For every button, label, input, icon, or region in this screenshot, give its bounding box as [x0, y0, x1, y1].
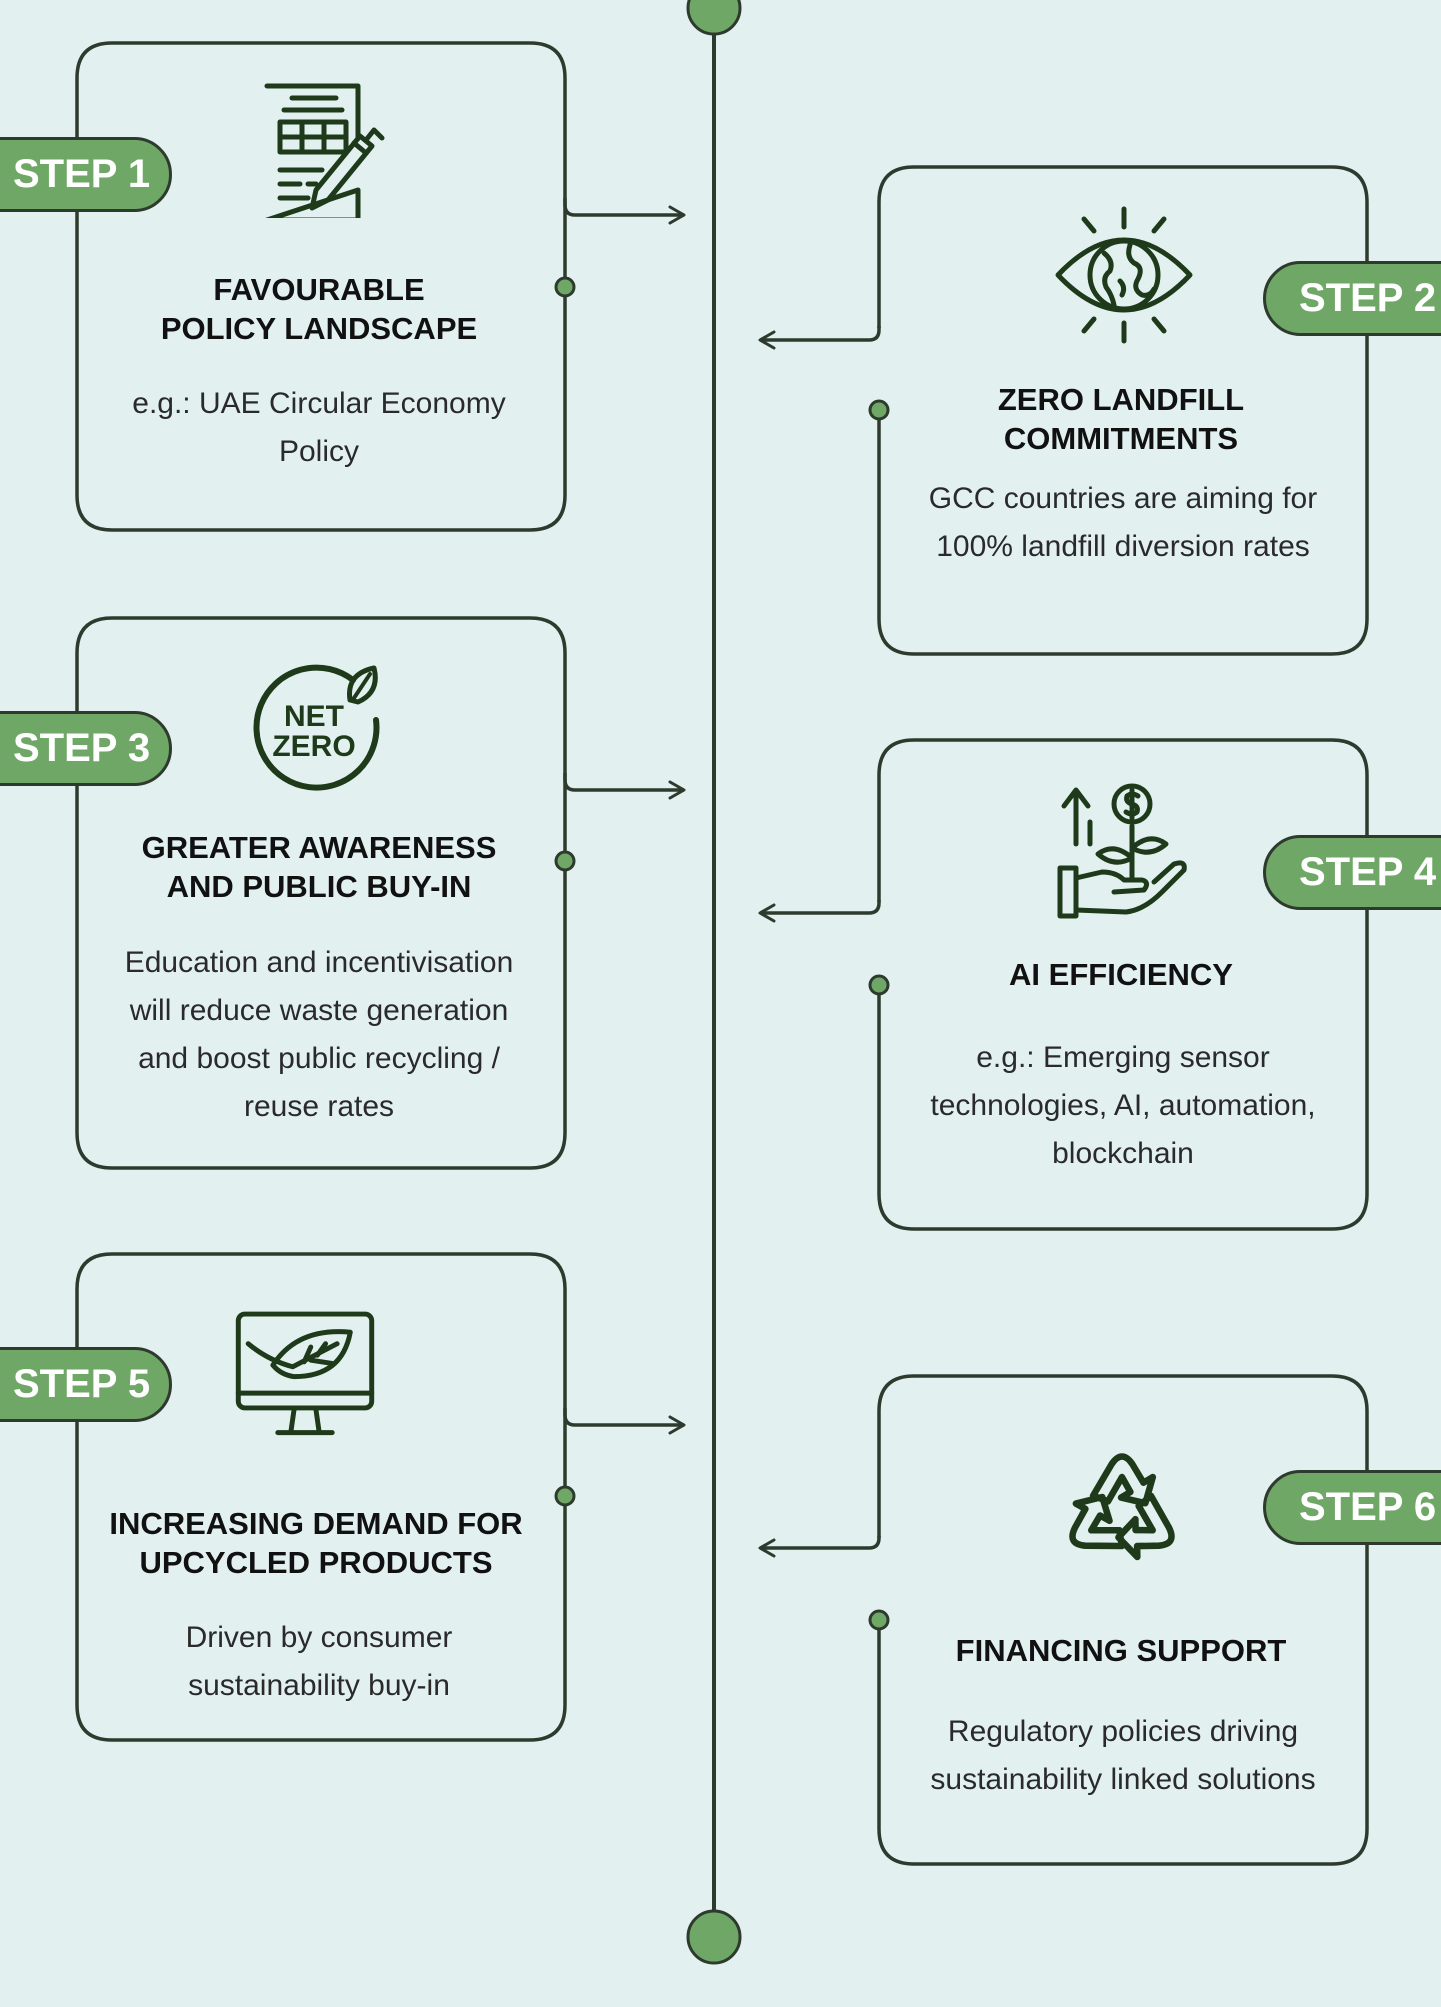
- card-node-step-2: [868, 399, 890, 421]
- step-3-description: Education and incentivisation will reduc…: [124, 946, 514, 1123]
- step-2-description: GCC countries are aiming for 100% landfi…: [928, 482, 1318, 563]
- card-frame-step-6: [877, 1374, 1369, 1866]
- step-1-badge: STEP 1: [0, 137, 172, 212]
- step-2-title: ZERO LANDFILL COMMITMENTS: [997, 382, 1245, 456]
- step-5-description: Driven by consumer sustainability buy-in: [185, 1621, 453, 1702]
- card-node-step-6: [868, 1609, 890, 1631]
- connector-arrow-step-6: [758, 1536, 881, 1558]
- step-5-badge: STEP 5: [0, 1347, 172, 1422]
- card-node-step-4: [868, 974, 890, 996]
- card-frame-step-3: [75, 616, 567, 1170]
- card-frame-step-5: [75, 1252, 567, 1742]
- card-frame-step-2: [877, 165, 1369, 656]
- hand-growth-dollar-icon: [1057, 783, 1187, 919]
- step-4-title: AI EFFICIENCY: [1009, 957, 1233, 992]
- connector-arrow-step-5: [563, 1408, 686, 1435]
- timeline-start-node: [686, 0, 742, 36]
- step-4-badge: STEP 4: [1263, 835, 1441, 910]
- step-5-title: INCREASING DEMAND FOR UPCYCLED PRODUCTS: [109, 1506, 523, 1580]
- net-zero-leaf-icon: NET ZERO: [253, 664, 380, 791]
- step-3-title: GREATER AWARENESS AND PUBLIC BUY-IN: [141, 830, 497, 904]
- step-2-badge: STEP 2: [1263, 261, 1441, 336]
- step-3-badge: STEP 3: [0, 711, 172, 786]
- connector-arrow-step-2: [758, 326, 881, 350]
- policy-document-pen-icon: [264, 83, 385, 218]
- eye-globe-icon: [1055, 206, 1193, 344]
- card-node-step-1: [554, 276, 576, 298]
- net-zero-text-net: NET: [284, 700, 344, 733]
- card-node-step-3: [554, 850, 576, 872]
- net-zero-text-zero: ZERO: [272, 730, 355, 763]
- connector-arrow-step-1: [563, 198, 686, 225]
- step-1-title: FAVOURABLE POLICY LANDSCAPE: [160, 272, 478, 346]
- step-4-description: e.g.: Emerging sensor technologies, AI, …: [930, 1041, 1316, 1170]
- card-frame-step-1: [75, 41, 567, 532]
- step-6-title: FINANCING SUPPORT: [955, 1633, 1287, 1668]
- recycle-icon: [1069, 1453, 1175, 1561]
- step-1-description: e.g.: UAE Circular Economy Policy: [132, 387, 506, 468]
- step-6-badge: STEP 6: [1263, 1470, 1441, 1545]
- step-6-description: Regulatory policies driving sustainabili…: [930, 1715, 1316, 1796]
- connector-arrow-step-3: [563, 773, 686, 800]
- connector-arrow-step-4: [758, 900, 881, 923]
- card-frame-step-4: [877, 738, 1369, 1231]
- card-node-step-5: [554, 1485, 576, 1507]
- timeline-end-node: [686, 1909, 742, 1965]
- monitor-leaf-icon: [235, 1311, 375, 1436]
